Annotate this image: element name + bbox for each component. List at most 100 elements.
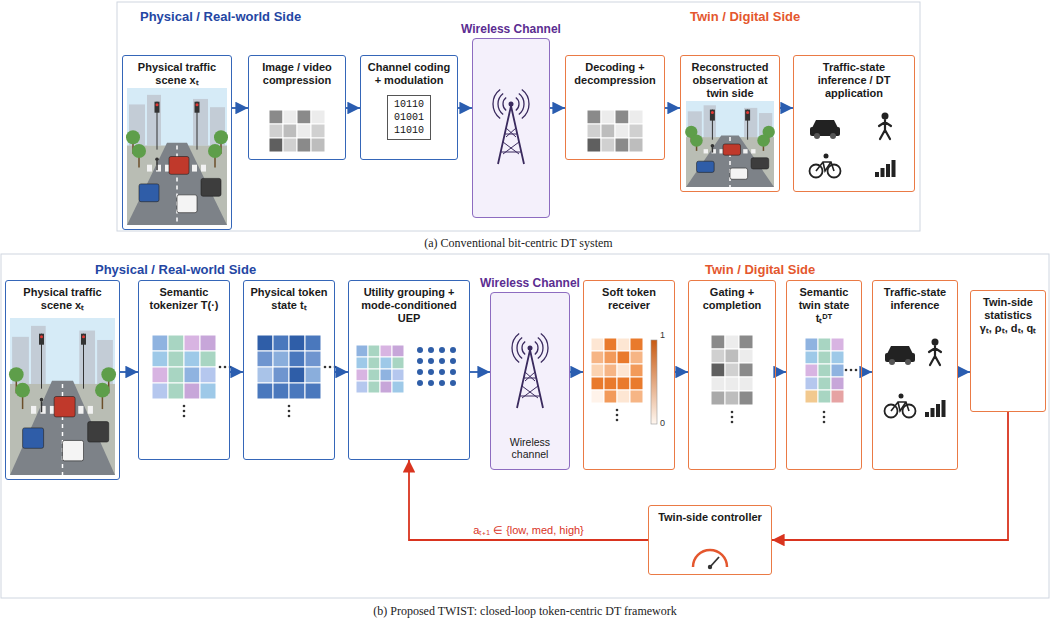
token-cell <box>200 335 216 351</box>
token-cell <box>630 377 643 390</box>
token-cell <box>356 369 368 381</box>
node-label: Wireless channel <box>493 436 567 461</box>
token-cell <box>604 390 617 403</box>
token-cell <box>392 357 404 369</box>
tree <box>214 130 228 144</box>
process-box: Utility grouping + mode-conditioned UEP <box>348 280 470 460</box>
token-cell <box>168 335 184 351</box>
car-wheel <box>905 359 911 365</box>
red-light <box>156 103 159 106</box>
token-cell <box>257 367 273 383</box>
token-cell <box>392 345 404 357</box>
ellipsis-dot <box>224 366 227 369</box>
process-box: Gating + completion <box>688 280 776 470</box>
token-cell <box>305 383 321 399</box>
building <box>193 99 208 146</box>
crosswalk-stripe <box>751 149 755 153</box>
token-cell <box>601 124 615 138</box>
token-cell <box>617 338 630 351</box>
node-label: Semantic twin state tₜᴰᵀ <box>791 286 857 326</box>
token-cell <box>617 377 630 390</box>
feedback-arrow <box>409 460 648 540</box>
soft-token-grid <box>591 338 643 403</box>
ellipsis-dot <box>855 369 858 372</box>
building <box>744 108 757 137</box>
ellipsis-dot <box>616 414 619 417</box>
token-cell <box>380 381 392 393</box>
flow-arrow <box>665 107 680 109</box>
ellipsis-dot <box>288 415 291 418</box>
constellation-dot <box>439 380 445 386</box>
pedestrian <box>40 398 44 402</box>
flow-arrow <box>458 107 472 109</box>
token-cell <box>368 369 380 381</box>
tree <box>208 144 222 158</box>
traffic-icons <box>885 339 946 418</box>
sky <box>127 88 227 225</box>
pedestrian-icon <box>932 339 939 346</box>
tower-brace <box>525 372 535 381</box>
token-cell <box>200 367 216 383</box>
process-box: Traffic-state inference <box>872 280 958 470</box>
token-cell <box>601 138 615 152</box>
ellipsis-dot <box>219 366 222 369</box>
section-label: Physical / Real-world Side <box>95 262 256 277</box>
constellation-dot <box>428 358 434 364</box>
car <box>723 144 741 155</box>
crosswalk-stripe <box>192 165 197 172</box>
node-label: Gating + completion <box>693 286 771 312</box>
token-cell <box>591 364 604 377</box>
sky <box>10 318 115 475</box>
token-cell <box>617 351 630 364</box>
red-light <box>746 111 749 114</box>
channel-box: Wireless ChannelWireless channel <box>490 292 570 470</box>
colorbar-value: 1 <box>660 330 665 340</box>
token-cell <box>305 367 321 383</box>
ellipsis-dot <box>288 405 291 408</box>
token-cell <box>630 338 643 351</box>
car <box>54 397 75 417</box>
car <box>177 195 197 213</box>
section-label: Twin / Digital Side <box>690 9 800 24</box>
colorbar <box>651 340 657 424</box>
token-cell <box>818 338 831 351</box>
token-cell <box>152 367 168 383</box>
token-cell <box>311 110 325 124</box>
car <box>23 428 44 448</box>
radio-wave <box>541 334 548 363</box>
red-light <box>82 335 85 338</box>
token-cell <box>368 381 380 393</box>
token-cell <box>711 377 725 391</box>
road <box>686 135 774 187</box>
token-cell <box>184 351 200 367</box>
radio-wave <box>535 342 538 355</box>
token-cell <box>725 349 739 363</box>
token-cell <box>380 369 392 381</box>
token-cell <box>725 391 739 405</box>
node-label: Image / video compression <box>253 61 341 87</box>
antenna-tip <box>528 346 533 351</box>
token-cell <box>601 110 615 124</box>
token-cell <box>615 110 629 124</box>
token-cell <box>591 351 604 364</box>
process-box: Physical token state tₜ <box>243 280 335 460</box>
radio-wave <box>498 94 503 115</box>
ellipsis-dot <box>731 416 734 419</box>
crosswalk-stripe <box>201 165 206 172</box>
channel-heading: Wireless Channel <box>459 22 563 36</box>
token-cell <box>630 390 643 403</box>
token-cell <box>297 138 311 152</box>
constellation-dot <box>439 358 445 364</box>
token-cell <box>630 364 643 377</box>
tree <box>690 134 702 146</box>
token-cell <box>289 351 305 367</box>
flow-arrow <box>230 371 243 373</box>
token-cell <box>711 349 725 363</box>
token-cell <box>587 110 601 124</box>
signal-bar <box>936 404 940 417</box>
process-box: Soft token receiver <box>583 280 675 470</box>
flow-arrow <box>780 107 793 109</box>
red-light <box>40 335 43 338</box>
building <box>79 331 95 384</box>
pedestrian <box>41 401 43 412</box>
